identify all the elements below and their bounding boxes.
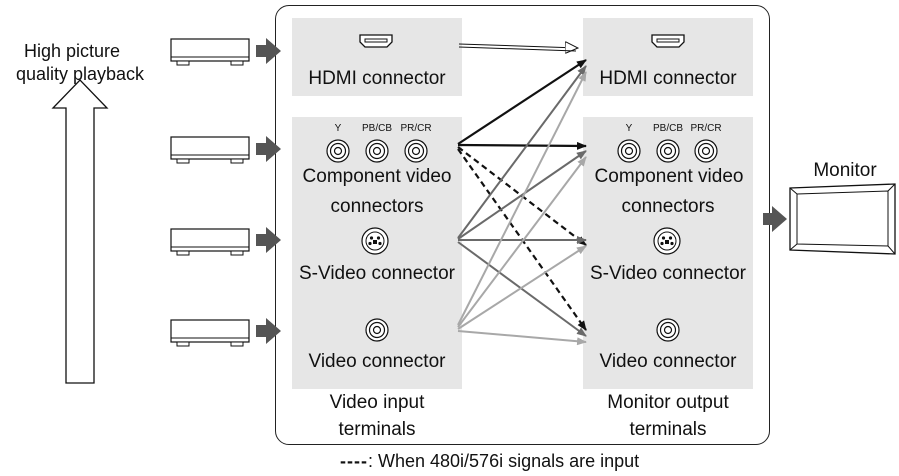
input-jack-label-pb: PB/CB	[361, 123, 392, 134]
connection-arrows	[457, 44, 587, 346]
output-hdmi-icon	[651, 34, 685, 48]
output-pb-jack-icon	[656, 139, 680, 163]
quality-label-line2: quality playback	[15, 64, 145, 84]
output-component-label-line1: Component video	[594, 166, 744, 187]
footnote-dashes: ----	[340, 451, 368, 471]
input-component-label-line1: Component video	[302, 166, 452, 187]
input-caption-line1: Video input	[329, 392, 425, 413]
input-y-jack-icon	[326, 139, 350, 163]
output-caption-line2: terminals	[629, 419, 707, 440]
footnote-text: : When 480i/576i signals are input	[367, 451, 640, 471]
output-pr-jack-icon	[694, 139, 718, 163]
quality-label-line1: High picture	[23, 41, 121, 61]
input-caption-line2: terminals	[338, 419, 416, 440]
output-svideo-label: S-Video connector	[590, 263, 746, 284]
hdmi-source-device	[170, 38, 250, 66]
svideo-source-device	[170, 228, 250, 256]
input-block-arrows	[256, 38, 281, 344]
output-jack-label-y: Y	[625, 123, 633, 134]
monitor-label: Monitor	[813, 160, 877, 181]
output-hdmi-label: HDMI connector	[599, 68, 737, 89]
output-hdmi-panel	[583, 18, 753, 96]
output-svideo-icon	[653, 227, 681, 255]
output-component-label-line2: connectors	[621, 196, 715, 217]
input-jack-label-y: Y	[334, 123, 342, 134]
output-video-label: Video connector	[599, 351, 737, 372]
input-pr-jack-icon	[404, 139, 428, 163]
output-jack-label-pr: PR/CR	[690, 123, 722, 134]
input-jack-label-pr: PR/CR	[400, 123, 432, 134]
output-video-jack-icon	[656, 318, 680, 342]
quality-arrow	[51, 79, 109, 384]
component-source-device	[170, 136, 250, 164]
input-hdmi-icon	[359, 34, 393, 48]
input-hdmi-panel	[292, 18, 462, 96]
output-jack-label-pb: PB/CB	[652, 123, 683, 134]
input-pb-jack-icon	[365, 139, 389, 163]
input-video-jack-icon	[365, 318, 389, 342]
monitor-icon	[789, 183, 896, 255]
output-caption-line1: Monitor output	[607, 392, 729, 413]
output-y-jack-icon	[617, 139, 641, 163]
input-component-label-line2: connectors	[330, 196, 424, 217]
video-source-device	[170, 319, 250, 347]
input-hdmi-label: HDMI connector	[308, 68, 446, 89]
input-video-label: Video connector	[308, 351, 446, 372]
input-svideo-label: S-Video connector	[299, 263, 455, 284]
footnote: ----: When 480i/576i signals are input	[340, 450, 639, 472]
monitor-block-arrow	[763, 206, 787, 232]
input-svideo-icon	[361, 227, 389, 255]
